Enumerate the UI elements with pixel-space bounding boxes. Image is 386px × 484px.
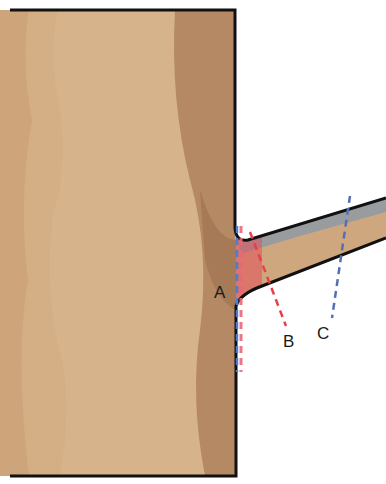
cut-label: C xyxy=(317,325,329,342)
cut-label: B xyxy=(283,333,294,350)
cut-label: A xyxy=(214,284,225,301)
